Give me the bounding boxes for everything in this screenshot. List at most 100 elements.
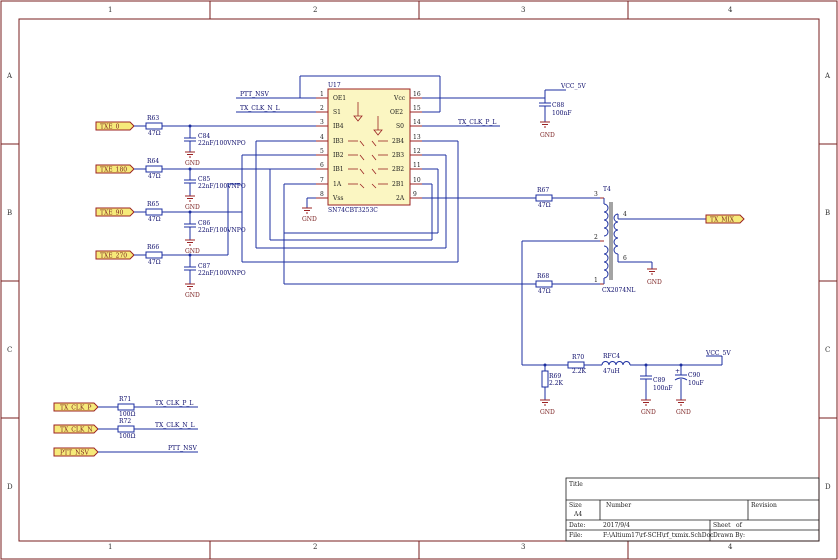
t4-pin-4: 4 xyxy=(623,211,627,218)
rfc4-value: 47uH xyxy=(603,368,620,375)
transformer-t4[interactable] xyxy=(600,197,619,285)
r70-ref: R70 xyxy=(572,354,584,361)
title-block-frame xyxy=(565,477,820,542)
r70-value: 2.2K xyxy=(572,368,587,375)
gnd-label-c86: GND xyxy=(185,248,200,255)
zone-row-c-right: C xyxy=(825,346,830,354)
c85-value: 22nF/100VNPO xyxy=(198,183,246,190)
r65-ref: R65 xyxy=(147,201,159,208)
pin-num-12: 12 xyxy=(413,148,421,155)
port-tx-clk-p[interactable] xyxy=(53,402,99,412)
gnd-label-c85: GND xyxy=(185,204,200,211)
zone-col-2-top: 2 xyxy=(313,6,317,14)
r68-value: 47Ω xyxy=(538,288,551,295)
net-label-tx-clk-n-l-top: TX_CLK_N_L xyxy=(240,105,280,112)
file-value: F:\Altium17\rf-SCH\rf_txmix.SchDoc xyxy=(603,532,714,539)
pin-num-8: 8 xyxy=(320,191,324,198)
zone-col-3-top: 3 xyxy=(521,6,525,14)
pin-name-2b1: 2B1 xyxy=(392,181,404,188)
zone-row-a-right: A xyxy=(824,72,831,80)
resistor-r71[interactable] xyxy=(117,403,135,411)
pin-num-9: 9 xyxy=(413,191,417,198)
port-txe-270[interactable] xyxy=(95,250,135,260)
port-txe-180[interactable] xyxy=(95,164,135,174)
r63-value: 47Ω xyxy=(148,130,161,137)
port-txe-0-label: TXE_0 xyxy=(100,124,120,131)
sheet-of-label: of xyxy=(736,522,743,529)
pin-name-ib2: IB2 xyxy=(333,152,344,159)
pin-num-7: 7 xyxy=(320,177,324,184)
r67-value: 47Ω xyxy=(538,202,551,209)
zone-row-d-left: D xyxy=(7,483,13,491)
resistor-r66[interactable] xyxy=(145,251,163,259)
r69-value: 2.2K xyxy=(549,380,564,387)
t4-pin-2: 2 xyxy=(594,234,598,241)
port-txe-270-label: TXE_270 xyxy=(100,253,127,260)
pin-name-2b4: 2B4 xyxy=(392,138,404,145)
net-label-ptt-nsv: PTT_NSV xyxy=(168,445,198,452)
zone-col-1-bottom: 1 xyxy=(108,543,112,551)
pin-num-3: 3 xyxy=(320,119,324,126)
r71-ref: R71 xyxy=(119,396,131,403)
gnd-label-c90: GND xyxy=(676,409,691,416)
pin-num-11: 11 xyxy=(413,162,421,169)
port-tx-clk-n[interactable] xyxy=(53,424,99,434)
resistor-r68[interactable] xyxy=(535,280,553,288)
port-ptt-nsv[interactable] xyxy=(53,447,99,457)
vcc-decoupling-c88: VCC_5V C88 100nF GND xyxy=(440,83,586,139)
inductor-rfc4[interactable] xyxy=(601,361,631,366)
routing-wires xyxy=(227,140,536,285)
input-filter-network: R63 47Ω C84 22nF/100VNPO GND R64 47Ω C85… xyxy=(134,115,316,299)
r66-ref: R66 xyxy=(147,244,159,251)
port-txe-0[interactable] xyxy=(95,121,135,131)
date-value: 2017/9/4 xyxy=(603,522,630,529)
port-tx-mix[interactable] xyxy=(705,214,745,224)
resistor-r64[interactable] xyxy=(145,165,163,173)
t4-part: CX2074NL xyxy=(602,287,635,294)
c90-ref: C90 xyxy=(688,372,700,379)
net-label-tx-clk-n-l: TX_CLK_N_L xyxy=(155,422,195,429)
zone-row-c-left: C xyxy=(7,346,12,354)
r65-value: 47Ω xyxy=(148,216,161,223)
t4-pin-1: 1 xyxy=(594,277,598,284)
pin-name-oe1: OE1 xyxy=(333,95,346,102)
r63-ref: R63 xyxy=(147,115,159,122)
title-block: Title Size A4 Number Revision Date: 2017… xyxy=(565,477,820,542)
pin-num-1: 1 xyxy=(320,91,324,98)
t4-pin-6: 6 xyxy=(623,255,627,262)
resistor-r69[interactable] xyxy=(541,370,549,388)
ic-right-pins: 16 15 14 13 12 11 10 9 Vcc OE2 S0 2B4 2B… xyxy=(390,91,422,202)
r69-ref: R69 xyxy=(549,373,561,380)
pin-name-2b2: 2B2 xyxy=(392,166,404,173)
gnd-label-c84: GND xyxy=(185,160,200,167)
r72-ref: R72 xyxy=(119,418,131,425)
ic-control-nets: PTT_NSV TX_CLK_N_L xyxy=(236,91,316,113)
gnd-label-c87: GND xyxy=(185,292,200,299)
c86-ref: C86 xyxy=(198,220,210,227)
resistor-r63[interactable] xyxy=(145,122,163,130)
size-value: A4 xyxy=(573,511,582,518)
pin-name-oe2: OE2 xyxy=(390,109,403,116)
resistor-r67[interactable] xyxy=(535,194,553,202)
resistor-r72[interactable] xyxy=(117,425,135,433)
net-label-vcc-5v-bottom: VCC_5V xyxy=(705,350,731,357)
r71-value: 100Ω xyxy=(119,411,135,418)
gnd-label-c88: GND xyxy=(540,132,555,139)
t4-pin-3: 3 xyxy=(594,191,598,198)
ic-u17: U17 SN74CBT3253C 1 2 3 4 5 6 7 8 OE1 S1 … xyxy=(299,75,500,223)
net-label-ptt-nsv-top: PTT_NSV xyxy=(240,91,270,98)
t4-ref: T4 xyxy=(603,186,611,193)
port-txe-90[interactable] xyxy=(95,207,135,217)
title-label: Title xyxy=(569,481,583,488)
pin-name-vss: Vss xyxy=(332,195,344,202)
pin-num-10: 10 xyxy=(413,177,421,184)
pin-num-2: 2 xyxy=(320,105,324,112)
ic-internal-switches xyxy=(348,102,388,189)
zone-row-b-left: B xyxy=(7,209,12,217)
zone-col-4-bottom: 4 xyxy=(728,543,733,551)
resistor-r65[interactable] xyxy=(145,208,163,216)
bias-network: R69 2.2K GND R70 2.2K RFC4 47uH VCC_5V C… xyxy=(522,350,731,416)
ic-u17-body[interactable] xyxy=(327,88,411,206)
c84-ref: C84 xyxy=(198,133,210,140)
